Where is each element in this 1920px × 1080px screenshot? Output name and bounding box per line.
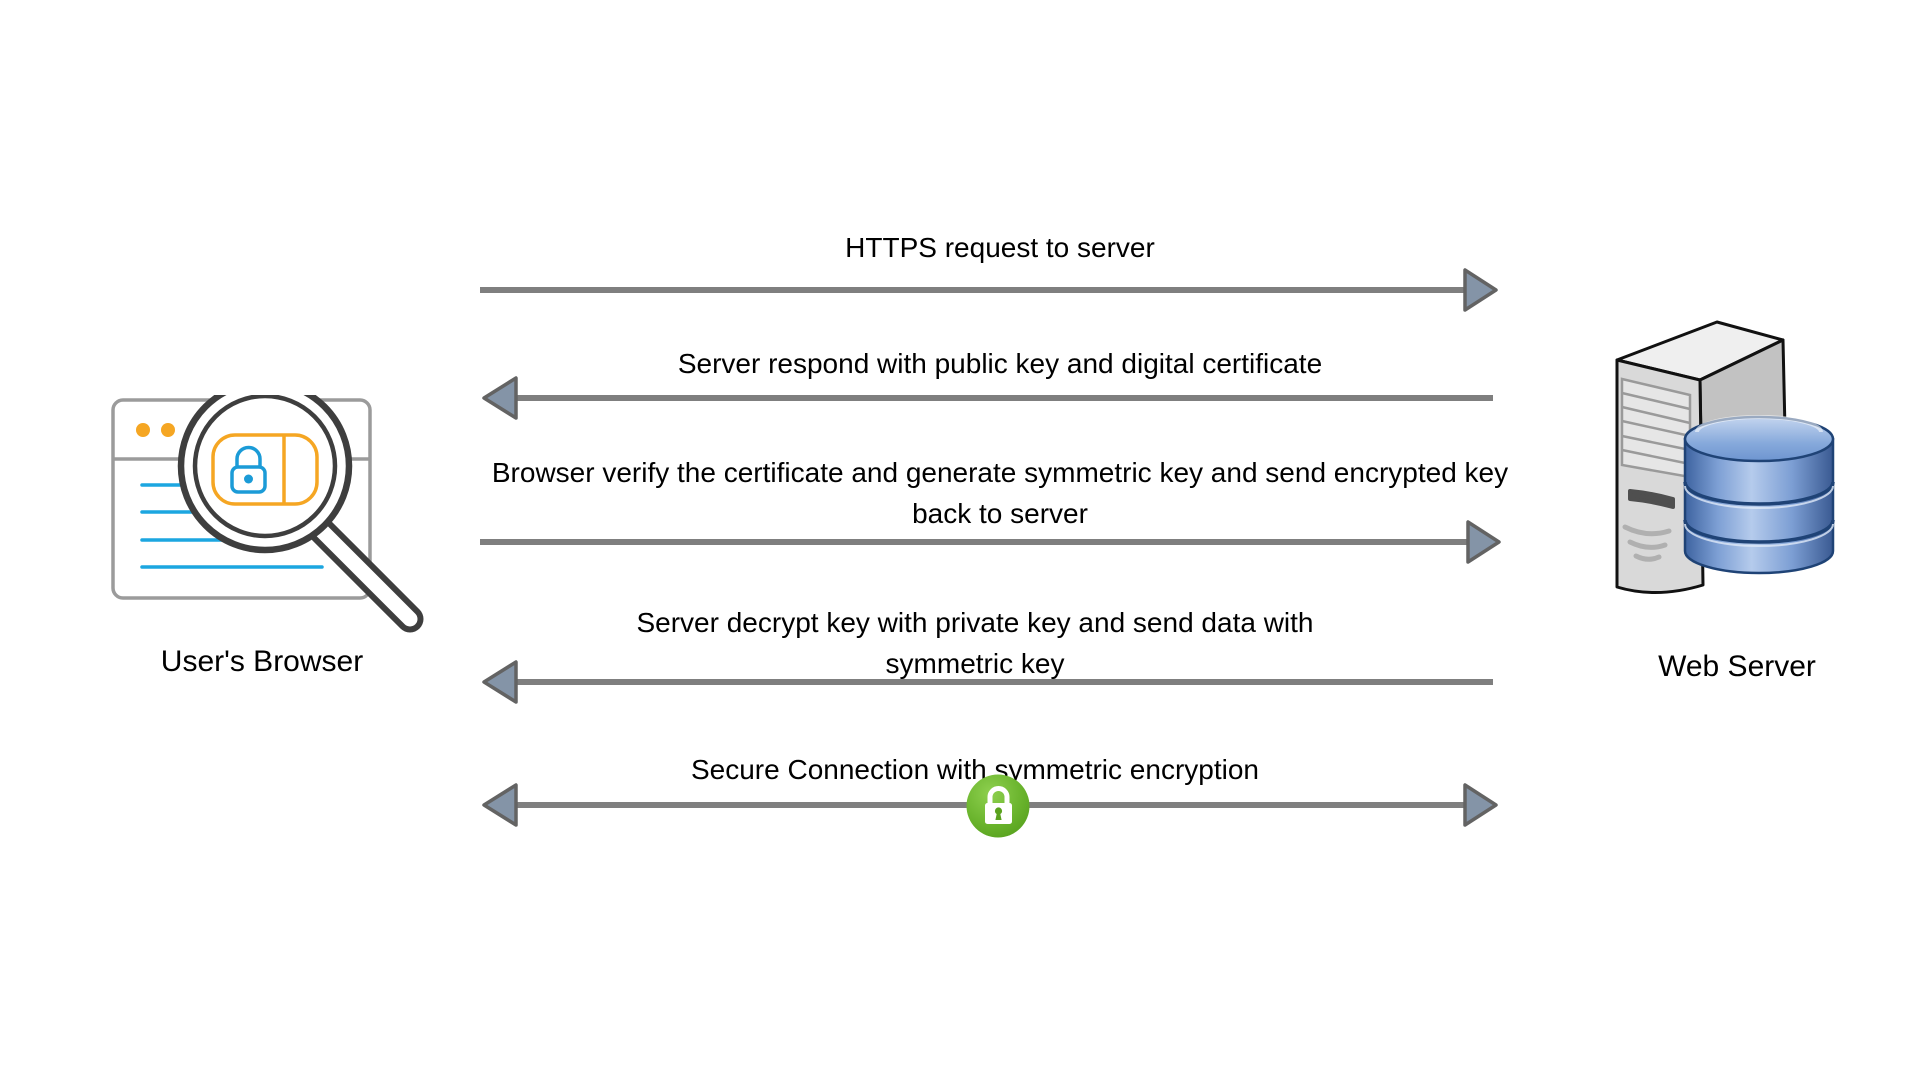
message-text: Server respond with public key and digit…	[677, 348, 1323, 379]
message-text: Secure Connection with symmetric encrypt…	[690, 754, 1259, 785]
message-row: Browser verify the certificate and gener…	[480, 452, 1515, 564]
server-label: Web Server	[1658, 650, 1816, 683]
lock-icon	[966, 774, 1030, 838]
browser-icon	[111, 395, 424, 633]
message-row: Server decrypt key with private key and …	[482, 602, 1515, 704]
secure-lock-badge	[966, 774, 1030, 838]
message-text: Browser verify the certificate and gener…	[491, 457, 1509, 529]
lock-icon	[230, 445, 267, 494]
browser-label: User's Browser	[160, 645, 364, 678]
database-icon	[1683, 415, 1835, 575]
message-text: HTTPS request to server	[845, 232, 1155, 263]
message-text: Server decrypt key with private key and …	[636, 607, 1314, 679]
web-server-icon	[1615, 320, 1835, 594]
arrow-left-icon	[482, 376, 1493, 420]
message-row: HTTPS request to server	[480, 227, 1515, 312]
arrow-left-icon	[482, 660, 1493, 704]
arrow-right-icon	[480, 520, 1501, 564]
arrow-right-icon	[480, 268, 1498, 312]
magnifier-icon	[177, 395, 424, 633]
message-row: Server respond with public key and digit…	[482, 343, 1515, 420]
